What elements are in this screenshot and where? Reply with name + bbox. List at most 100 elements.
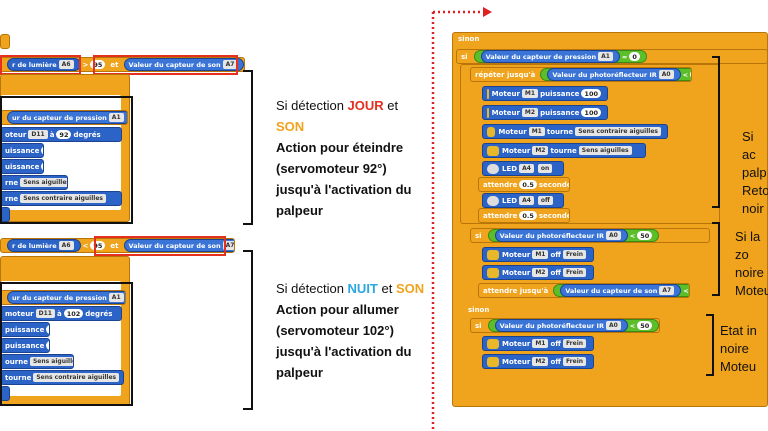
pressure-reporter[interactable]: Valeur du capteur de pression A1: [480, 50, 620, 63]
power-block-1b[interactable]: uissance 100: [0, 159, 44, 174]
pressure-reporter-1[interactable]: ur du capteur de pression A1: [7, 111, 127, 124]
if-pressure[interactable]: si Valeur du capteur de pression A1 = 0: [456, 49, 768, 64]
motor-port[interactable]: M1: [532, 250, 549, 259]
pressure-port[interactable]: A1: [108, 293, 124, 302]
light-port-dropdown[interactable]: A6: [58, 241, 74, 250]
wait-until-sound[interactable]: attendre jusqu'à Valeur du capteur de so…: [478, 283, 690, 298]
sound-port-dropdown[interactable]: A7: [222, 241, 234, 250]
servo-block-1[interactable]: oteur D11 à 92 degrés: [0, 127, 122, 142]
servo-port[interactable]: D11: [35, 309, 55, 318]
motor-m2-power[interactable]: Moteur M2 puissance 100: [482, 105, 608, 120]
light-sensor-reporter-2[interactable]: r de lumière A6: [7, 239, 81, 252]
lt-operator[interactable]: Valeur du photoréflecteur IR A0 < 50: [540, 68, 691, 81]
direction-dropdown[interactable]: Sens contraire aiguilles: [20, 194, 106, 203]
sound-sensor-reporter-2[interactable]: Valeur du capteur de son A7: [123, 239, 234, 252]
photo-value[interactable]: 50: [690, 70, 691, 79]
direction-dropdown[interactable]: Sens contraire aiguilles: [575, 127, 661, 136]
pressure-value[interactable]: 0: [629, 52, 640, 61]
photo-value[interactable]: 50: [637, 321, 653, 330]
motor-port[interactable]: M1: [532, 339, 549, 348]
sound-port[interactable]: A7: [659, 286, 675, 295]
motor-m1-off-2[interactable]: Moteur M1 off Frein: [482, 336, 594, 351]
motor-m2-turn[interactable]: Moteur M2 tourne Sens aiguilles: [482, 143, 646, 158]
repeat-until-pressure-1[interactable]: ur du capteur de pression A1 = 0: [0, 110, 128, 125]
wait-until-label: attendre jusqu'à: [483, 286, 549, 295]
led-state[interactable]: off: [537, 196, 553, 205]
photo-port[interactable]: A0: [605, 231, 621, 240]
if-photo-1[interactable]: si Valeur du photoréflecteur IR A0 < 50: [470, 228, 710, 243]
led-port[interactable]: A4: [519, 196, 534, 205]
motor-port[interactable]: M1: [521, 89, 539, 98]
direction-dropdown[interactable]: Sens aiguilles: [578, 146, 632, 155]
light-port-dropdown[interactable]: A6: [58, 60, 74, 69]
if-photo-2[interactable]: si Valeur du photoréflecteur IR A0 < 50: [470, 318, 660, 333]
motor-m1-off[interactable]: Moteur M1 off Frein: [482, 247, 594, 262]
light-sensor-reporter[interactable]: r de lumière A6: [7, 58, 81, 71]
motor-m2-off-2[interactable]: Moteur M2 off Frein: [482, 354, 594, 369]
wait-1[interactable]: attendre 0.5 secondes: [478, 177, 570, 192]
led-on[interactable]: LED A4 on: [482, 161, 564, 176]
motor-m1-turn[interactable]: Moteur M1 tourne Sens contraire aiguille…: [482, 124, 668, 139]
brake-dropdown[interactable]: Frein: [562, 339, 587, 348]
led-state[interactable]: on: [537, 164, 553, 173]
brake-dropdown[interactable]: Frein: [562, 250, 587, 259]
light-value[interactable]: 95: [90, 60, 106, 69]
power-block-2b[interactable]: puissance 100: [0, 338, 50, 353]
power-value[interactable]: 100: [581, 108, 601, 117]
if-condition-2[interactable]: r de lumière A6 < 95 et Valeur du capteu…: [0, 238, 235, 253]
direction-dropdown[interactable]: Sens aiguilles: [29, 357, 73, 366]
power-value[interactable]: 100: [41, 146, 43, 155]
wait-value[interactable]: 0.5: [519, 211, 537, 220]
servo-degree[interactable]: 102: [63, 309, 84, 318]
wait-2[interactable]: attendre 0.5 secondes: [478, 208, 570, 223]
power-value[interactable]: 100: [46, 341, 49, 350]
motor-port[interactable]: M2: [532, 357, 549, 366]
sound-sensor-reporter[interactable]: Valeur du capteur de son A7: [123, 58, 244, 71]
sound-port-dropdown[interactable]: A7: [222, 60, 238, 69]
if-condition-1[interactable]: r de lumière A6 > 95 et Valeur du capteu…: [0, 57, 245, 72]
pressure-reporter-2[interactable]: ur du capteur de pression A1: [7, 291, 125, 304]
photo-port[interactable]: A0: [605, 321, 621, 330]
led-port[interactable]: A4: [519, 164, 534, 173]
direction-dropdown[interactable]: Sens contraire aiguilles: [33, 373, 120, 382]
power-value[interactable]: 100: [46, 325, 49, 334]
eq-operator[interactable]: Valeur du capteur de pression A1 = 0: [473, 50, 647, 63]
power-value[interactable]: 100: [41, 162, 43, 171]
servo-degree[interactable]: 92: [56, 130, 72, 139]
motor-port[interactable]: M2: [521, 108, 539, 117]
turn-block-2a[interactable]: ourne Sens aiguilles: [0, 354, 74, 369]
sound-reporter[interactable]: Valeur du capteur de son A7: [560, 284, 682, 297]
photo-port[interactable]: A0: [658, 70, 674, 79]
lt-operator[interactable]: Valeur du photoréflecteur IR A0 < 50: [487, 319, 659, 332]
turn-block-1a[interactable]: rne Sens aiguilles: [0, 175, 68, 190]
lt-operator[interactable]: Valeur du capteur de son A7 < 7: [553, 284, 689, 297]
photo-value[interactable]: 50: [637, 231, 653, 240]
repeat-until-photo[interactable]: répéter jusqu'à Valeur du photoréflecteu…: [470, 67, 692, 82]
wait-value[interactable]: 0.5: [519, 180, 537, 189]
brake-dropdown[interactable]: Frein: [562, 357, 587, 366]
photo-reporter[interactable]: Valeur du photoréflecteur IR A0: [494, 229, 628, 242]
servo-block-2[interactable]: moteur D11 à 102 degrés: [0, 306, 122, 321]
light-value[interactable]: 95: [90, 241, 106, 250]
turn-block-1b[interactable]: rne Sens contraire aiguilles: [0, 191, 122, 206]
motor-port[interactable]: M2: [532, 268, 549, 277]
led-off[interactable]: LED A4 off: [482, 193, 564, 208]
motor-label: Moteur: [498, 127, 527, 136]
pressure-port[interactable]: A1: [598, 52, 613, 61]
photo-reporter[interactable]: Valeur du photoréflecteur IR A0: [494, 319, 628, 332]
motor-m1-power[interactable]: Moteur M1 puissance 100: [482, 86, 608, 101]
lt-operator[interactable]: Valeur du photoréflecteur IR A0 < 50: [487, 229, 660, 242]
partial-block[interactable]: [0, 34, 10, 49]
photo-reporter[interactable]: Valeur du photoréflecteur IR A0: [547, 68, 681, 81]
pressure-port[interactable]: A1: [108, 113, 124, 122]
motor-port[interactable]: M2: [532, 146, 549, 155]
servo-port[interactable]: D11: [28, 130, 48, 139]
motor-m2-off[interactable]: Moteur M2 off Frein: [482, 265, 594, 280]
brake-dropdown[interactable]: Frein: [562, 268, 587, 277]
power-value[interactable]: 100: [581, 89, 601, 98]
direction-dropdown[interactable]: Sens aiguilles: [20, 178, 67, 187]
motor-port[interactable]: M1: [528, 127, 545, 136]
repeat-until-pressure-2[interactable]: ur du capteur de pression A1 = 0: [0, 290, 126, 305]
turn-block-2b[interactable]: tourne Sens contraire aiguilles: [0, 370, 124, 385]
annot-palpeur: palpeur: [276, 365, 323, 380]
